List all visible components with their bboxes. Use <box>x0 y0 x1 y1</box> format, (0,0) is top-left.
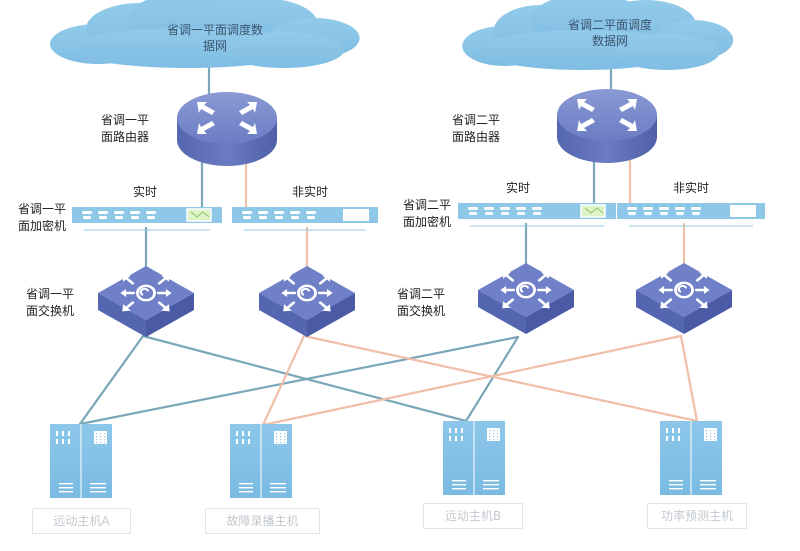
link-switch2-nonrealtime-to-hostPower <box>679 334 699 423</box>
encryptor-label-2-line1: 省调二平 <box>403 198 452 212</box>
host-label-fault: 故障录播主机 <box>205 508 320 534</box>
cloud-label-1-line2: 据网 <box>202 39 227 53</box>
switch-label-2-line1: 省调二平 <box>397 287 446 301</box>
encryptor-1-realtime <box>72 207 222 231</box>
encryptor-1-nonrealtime <box>232 207 378 231</box>
switch-icon-2-realtime <box>478 263 574 334</box>
encryptor-label-1-line1: 省调一平 <box>18 202 67 216</box>
switch-icon-2-nonrealtime <box>636 263 732 334</box>
router-label-2: 省调二平 面路由器 <box>452 112 500 146</box>
cloud-label-2-line1: 省调二平面调度 <box>567 18 652 32</box>
switch-label-2: 省调二平 面交换机 <box>397 286 445 320</box>
link-switch2-realtime-to-hostB <box>464 335 520 423</box>
cloud-label-1-line1: 省调一平面调度数 <box>166 23 263 37</box>
router-icon-1 <box>177 92 277 166</box>
switch-label-2-line2: 面交换机 <box>397 304 446 318</box>
switch-label-1-line2: 面交换机 <box>26 304 75 318</box>
server-icon-host-a <box>50 424 112 498</box>
router-label-1-line1: 省调一平 <box>101 113 150 127</box>
cloud-label-2-line2: 数据网 <box>591 34 628 48</box>
cloud-icon-2 <box>462 0 734 70</box>
encryptor-2-nonrealtime-label: 非实时 <box>673 181 710 195</box>
host-label-b: 远动主机B <box>423 503 523 529</box>
host-label-power: 功率预测主机 <box>647 503 747 529</box>
server-icon-power-forecast <box>660 421 722 495</box>
switch-icon-1-nonrealtime <box>259 266 355 337</box>
link-switch1-nonrealtime-to-hostFault <box>261 334 306 427</box>
encryptor-label-1-line2: 面加密机 <box>18 219 67 233</box>
links-layer <box>78 58 699 427</box>
router-label-1-line2: 面路由器 <box>101 130 150 144</box>
switch-icon-1-realtime <box>98 266 194 337</box>
cloud-label-2: 省调二平面调度 数据网 <box>555 17 665 49</box>
encryptor-2-nonrealtime <box>617 203 765 227</box>
host-label-a: 远动主机A <box>32 508 131 534</box>
encryptor-label-2-line2: 面加密机 <box>403 215 452 229</box>
encryptor-label-2: 省调二平 面加密机 <box>403 197 451 231</box>
router-label-1: 省调一平 面路由器 <box>101 112 149 146</box>
encryptor-1-nonrealtime-label: 非实时 <box>292 185 329 199</box>
link-switch2-nonrealtime-to-hostFault <box>261 334 683 427</box>
nodes-layer <box>50 0 765 498</box>
switch-label-1-line1: 省调一平 <box>26 287 75 301</box>
cloud-label-1: 省调一平面调度数 据网 <box>155 22 275 54</box>
server-icon-fault-recorder <box>230 424 292 498</box>
link-switch1-nonrealtime-to-hostPower <box>302 334 699 423</box>
switch-label-1: 省调一平 面交换机 <box>26 286 74 320</box>
encryptor-1-realtime-label: 实时 <box>133 185 158 199</box>
encryptor-2-realtime-label: 实时 <box>506 181 531 195</box>
router-label-2-line1: 省调二平 <box>452 113 501 127</box>
encryptor-1-nonrealtime-panel-icon <box>343 209 369 221</box>
encryptor-2-nonrealtime-panel-icon <box>730 205 756 217</box>
server-icon-host-b <box>443 421 505 495</box>
link-switch1-realtime-to-hostA <box>78 334 145 426</box>
router-icon-2 <box>557 89 657 163</box>
encryptor-2-realtime <box>458 203 616 227</box>
router-label-2-line2: 面路由器 <box>452 130 501 144</box>
link-switch2-realtime-to-hostA <box>78 335 520 426</box>
cloud-icon-1 <box>50 0 360 68</box>
encryptor-label-1: 省调一平 面加密机 <box>18 201 66 235</box>
